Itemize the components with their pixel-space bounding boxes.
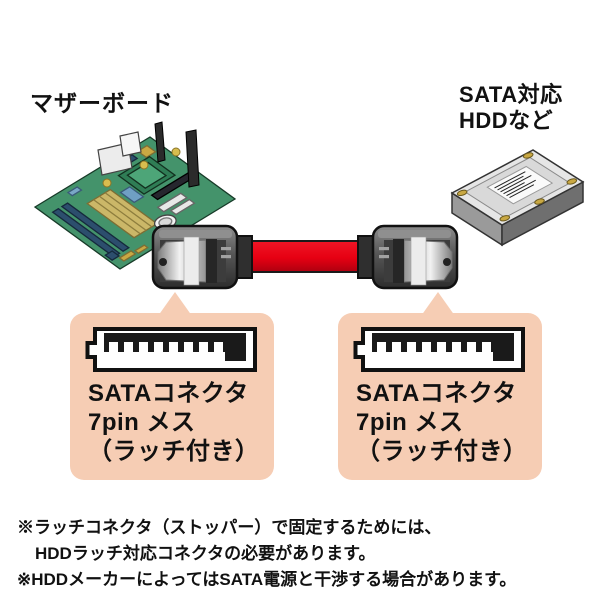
cable-connector-right bbox=[356, 224, 459, 290]
sata-cable-illustration bbox=[151, 224, 459, 290]
footnotes: ※ラッチコネクタ（ストッパー）で固定するためには、 HDDラッチ対応コネクタの必… bbox=[17, 515, 595, 593]
cable-connector-left bbox=[151, 224, 254, 290]
mb-io-block bbox=[119, 131, 142, 157]
callout-pointer-right bbox=[421, 292, 455, 316]
sata-7pin-connector-icon bbox=[353, 327, 525, 372]
footnote-line3: ※HDDメーカーによってはSATA電源と干渉する場合があります。 bbox=[17, 570, 517, 589]
callout-right-line2: 7pin メス bbox=[356, 409, 464, 436]
footnote-line1: ※ラッチコネクタ（ストッパー）で固定するためには、 bbox=[17, 518, 442, 537]
callout-left-line1: SATAコネクタ bbox=[88, 380, 249, 407]
motherboard-label: マザーボード bbox=[30, 90, 174, 116]
sata-7pin-connector-icon bbox=[85, 327, 257, 372]
callout-right-line3: （ラッチ付き） bbox=[356, 438, 528, 465]
callout-left-line2: 7pin メス bbox=[88, 409, 196, 436]
callout-left-line3: （ラッチ付き） bbox=[88, 438, 260, 465]
callout-box-left: SATAコネクタ 7pin メス （ラッチ付き） bbox=[70, 313, 274, 480]
hdd-device-label-line2: HDDなど bbox=[459, 108, 554, 133]
callout-box-right: SATAコネクタ 7pin メス （ラッチ付き） bbox=[338, 313, 542, 480]
mb-capacitor bbox=[102, 178, 112, 188]
hdd-device-label: SATA対応 HDDなど bbox=[459, 82, 563, 134]
callout-text-left: SATAコネクタ 7pin メス （ラッチ付き） bbox=[88, 379, 274, 466]
mb-capacitor bbox=[171, 147, 181, 157]
callout-pointer-left bbox=[158, 292, 192, 316]
mb-capacitor bbox=[139, 160, 149, 170]
callout-right-line1: SATAコネクタ bbox=[356, 380, 517, 407]
hdd-device-label-line1: SATA対応 bbox=[459, 82, 563, 107]
cable-red-lead bbox=[239, 240, 371, 273]
hdd-illustration bbox=[452, 150, 583, 245]
footnote-line2: HDDラッチ対応コネクタの必要があります。 bbox=[35, 544, 376, 563]
mb-bracket bbox=[185, 129, 200, 188]
motherboard-illustration bbox=[35, 122, 235, 269]
mb-bracket bbox=[154, 121, 166, 163]
callout-text-right: SATAコネクタ 7pin メス （ラッチ付き） bbox=[356, 379, 542, 466]
